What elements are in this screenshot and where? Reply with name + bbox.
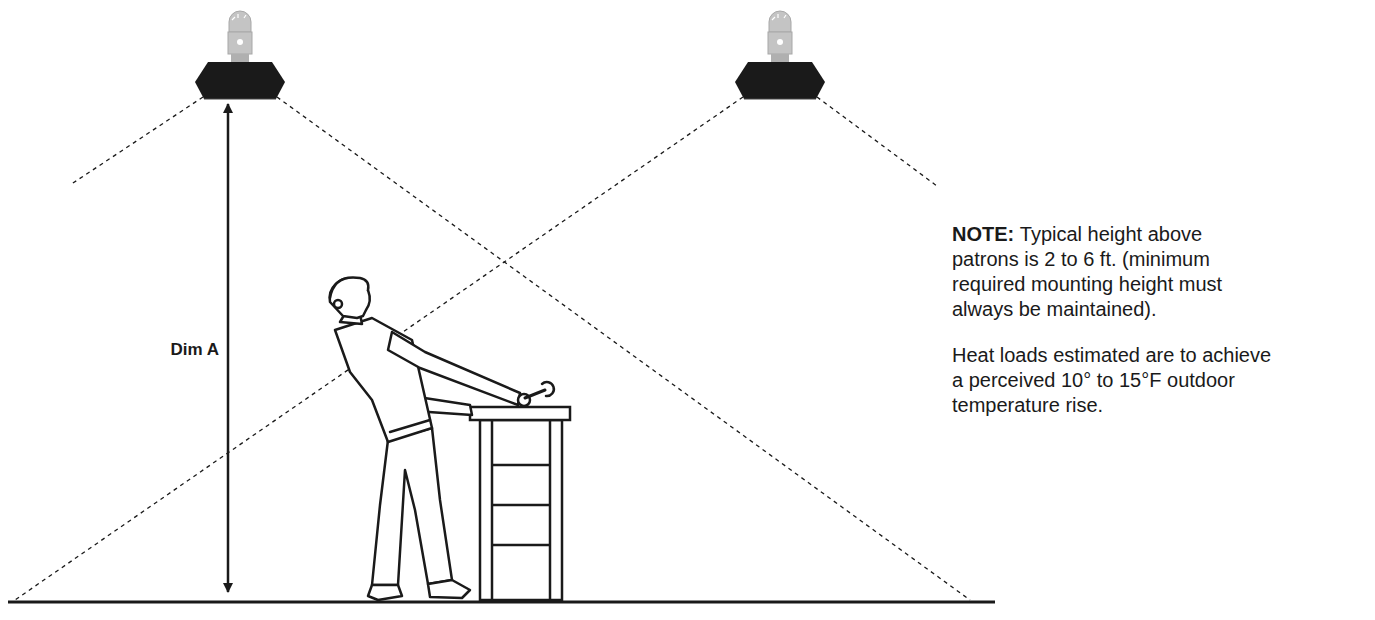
dimension-arrow bbox=[227, 104, 230, 592]
person-figure bbox=[330, 277, 554, 600]
dimension-label: Dim A bbox=[168, 336, 223, 361]
heater-unit bbox=[195, 11, 285, 99]
workbench bbox=[470, 407, 570, 600]
dimension-label: Dim A bbox=[168, 338, 223, 361]
note-text: NOTE:Typical height above patrons is 2 t… bbox=[952, 222, 1272, 322]
heat-cone bbox=[15, 97, 970, 600]
note-text: Heat loads estimated are to achieve a pe… bbox=[952, 344, 1271, 416]
note-text: Heat loads estimated are to achieve a pe… bbox=[952, 343, 1272, 418]
note-heading: NOTE: bbox=[952, 223, 1014, 245]
heater-unit bbox=[735, 11, 825, 99]
